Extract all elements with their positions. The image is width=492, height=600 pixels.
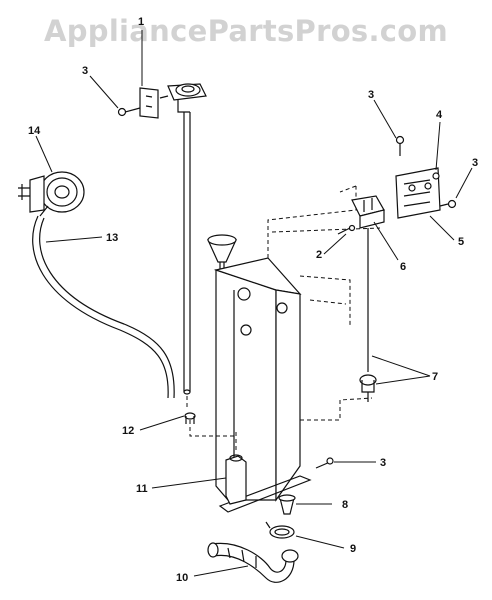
part-1-bracket [139,83,207,119]
routing-dashed-lines [267,185,381,421]
callout-3-right-top: 3 [368,89,374,101]
callout-1: 1 [138,16,144,28]
part-13-hose [32,215,175,399]
callout-5: 5 [458,236,464,248]
leader-lines [35,30,473,577]
callout-12: 12 [122,425,134,437]
part-11-reservoir [189,234,312,513]
part-6-valve [351,195,385,372]
part-7-float [359,374,377,402]
callout-3-right-side: 3 [472,157,478,169]
part-4-screw [432,172,440,180]
callout-11: 11 [136,483,148,495]
callout-7: 7 [432,371,438,383]
callout-labels: 1 2 3 3 3 3 4 5 6 7 8 9 10 11 12 13 14 [28,16,478,584]
watermark: AppliancePartsPros.com [43,14,449,48]
part-5-bracket [395,167,441,219]
callout-13: 13 [106,232,118,244]
part-3-screw-right-side [439,199,457,209]
part-12-clip [184,412,196,424]
callout-14: 14 [28,125,41,137]
part-3-screw-right-top [395,135,405,156]
part-3-screw-top [117,107,141,117]
callout-3-top-left: 3 [82,65,88,77]
callout-2: 2 [316,249,322,261]
part-3-screw-lower [315,457,334,469]
part-8-fitting [278,494,296,515]
part-14-pressure-switch [18,171,85,217]
callout-9: 9 [350,543,356,555]
part-10-drain-hose [207,542,299,583]
callout-8: 8 [342,499,348,511]
part-9-clamp [265,521,295,539]
part-2-screw [337,224,356,235]
callout-10: 10 [176,572,188,584]
part-tube-vertical [183,112,191,410]
callout-4: 4 [436,109,443,121]
callout-6: 6 [400,261,406,273]
callout-3-lower: 3 [380,457,386,469]
